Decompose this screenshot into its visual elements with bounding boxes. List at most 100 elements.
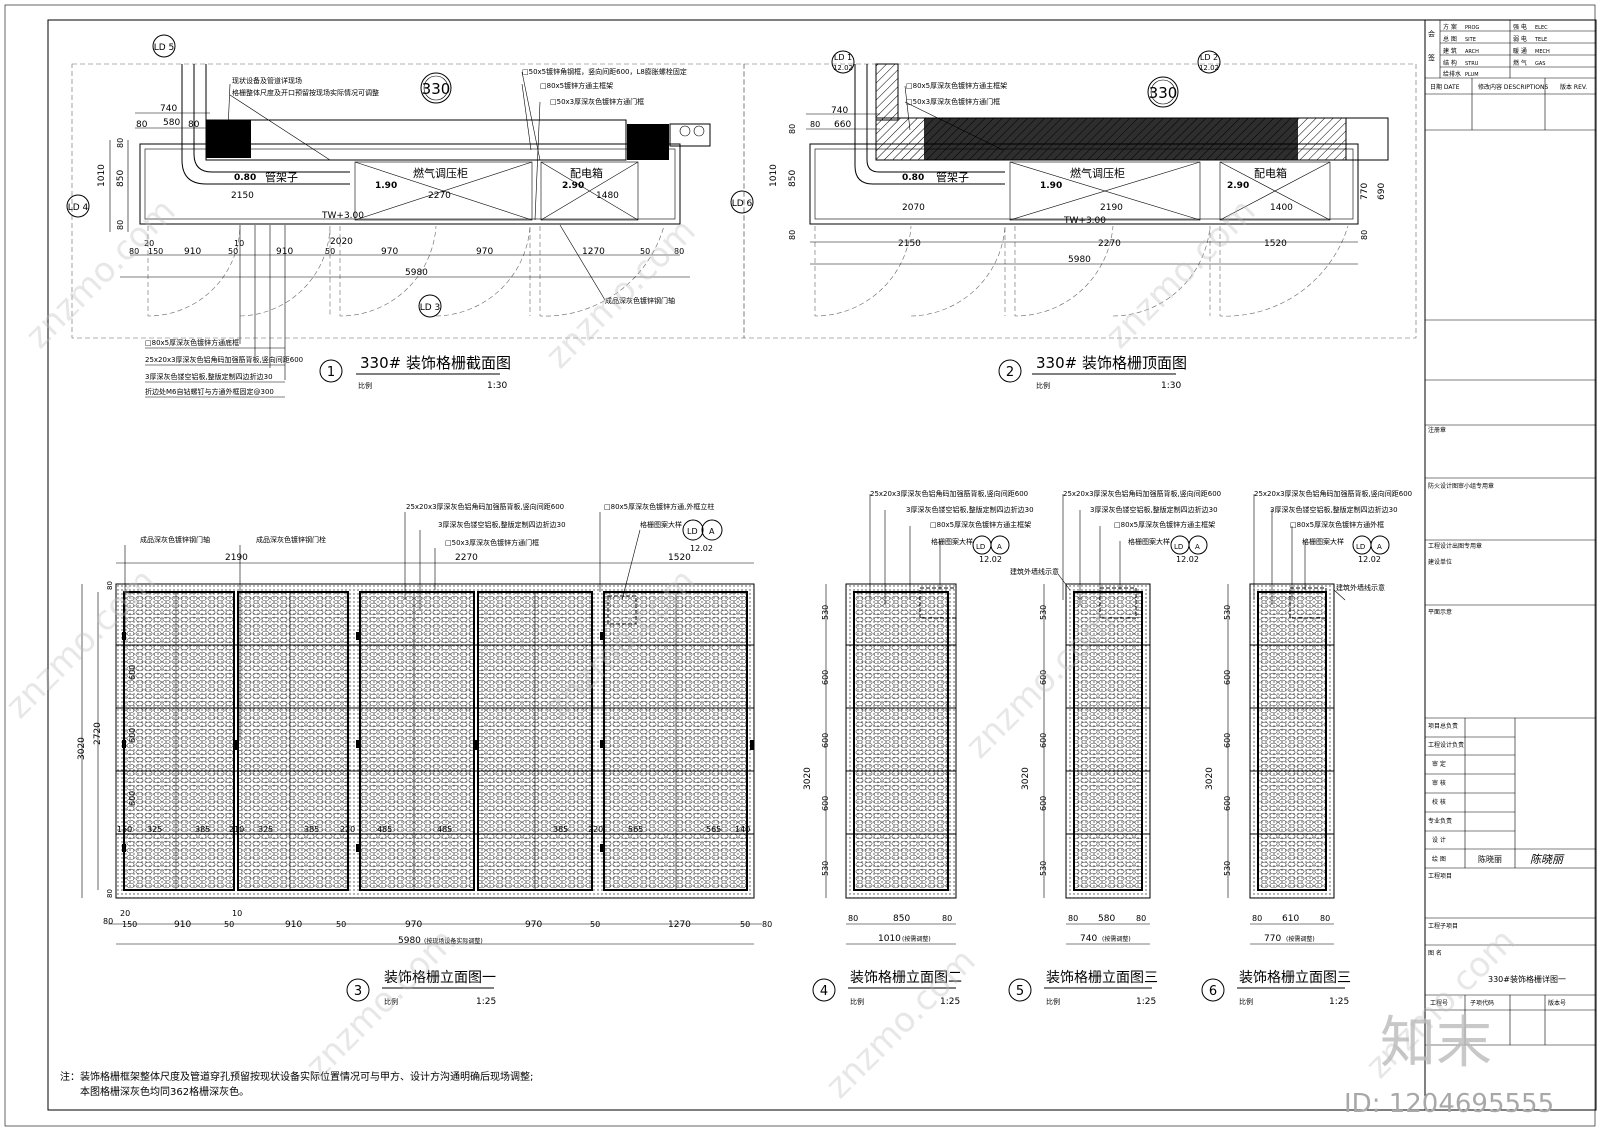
svg-text:25x20x3厚深灰色铝角码加强筋背板,竖向间距600: 25x20x3厚深灰色铝角码加强筋背板,竖向间距600 bbox=[406, 502, 564, 511]
view-title-3: 3 装饰格栅立面图一 比例 1:25 bbox=[346, 970, 496, 1007]
svg-text:总 图: 总 图 bbox=[1443, 35, 1457, 43]
svg-text:80: 80 bbox=[1068, 914, 1078, 923]
svg-text:385: 385 bbox=[195, 825, 210, 834]
svg-text:80: 80 bbox=[942, 914, 952, 923]
svg-text:12.02: 12.02 bbox=[979, 555, 1002, 564]
svg-text:工程号: 工程号 bbox=[1430, 999, 1448, 1007]
svg-text:80: 80 bbox=[1360, 230, 1369, 240]
svg-text:80: 80 bbox=[848, 914, 858, 923]
svg-text:3020: 3020 bbox=[1021, 767, 1031, 790]
svg-text:SITE: SITE bbox=[1465, 37, 1476, 43]
svg-text:970: 970 bbox=[405, 920, 422, 930]
svg-text:600: 600 bbox=[1223, 733, 1232, 748]
svg-text:格栅图案大样: 格栅图案大样 bbox=[1128, 537, 1170, 546]
svg-text:LD: LD bbox=[1356, 543, 1365, 551]
svg-text:znzmo.com: znzmo.com bbox=[538, 211, 703, 376]
svg-text:80: 80 bbox=[788, 124, 797, 134]
svg-text:3厚深灰色镂空铝板,整版定制四边折边30: 3厚深灰色镂空铝板,整版定制四边折边30 bbox=[906, 505, 1034, 514]
svg-text:220: 220 bbox=[340, 825, 355, 834]
svg-text:1:30: 1:30 bbox=[1161, 381, 1181, 391]
plan1-callout-2: 格栅整体尺度及开口预留按现场实际情况可调整 bbox=[232, 88, 379, 97]
svg-text:565: 565 bbox=[628, 825, 643, 834]
svg-text:330# 装饰格栅截面图: 330# 装饰格栅截面图 bbox=[360, 354, 511, 372]
svg-text:80: 80 bbox=[106, 581, 114, 590]
svg-text:比例: 比例 bbox=[1239, 997, 1253, 1006]
sheet-outer-border bbox=[4, 4, 1596, 1127]
svg-text:比例: 比例 bbox=[384, 997, 398, 1006]
svg-text:2020: 2020 bbox=[330, 237, 353, 247]
svg-text:LD 6: LD 6 bbox=[732, 199, 753, 209]
plan2-boundary bbox=[743, 63, 1417, 339]
svg-text:成品深灰色镀锌钢门栓: 成品深灰色镀锌钢门栓 bbox=[256, 535, 326, 544]
elev6-panel bbox=[1257, 591, 1327, 891]
svg-text:比例: 比例 bbox=[358, 381, 372, 390]
svg-text:80: 80 bbox=[674, 247, 684, 256]
svg-text:燃气调压柜: 燃气调压柜 bbox=[1070, 166, 1125, 180]
svg-text:2150: 2150 bbox=[898, 239, 921, 249]
svg-text:LD 3: LD 3 bbox=[420, 303, 441, 313]
svg-text:600: 600 bbox=[128, 665, 137, 680]
svg-text:6: 6 bbox=[1209, 984, 1217, 999]
svg-text:50: 50 bbox=[325, 247, 335, 256]
svg-text:日期 DATE: 日期 DATE bbox=[1430, 83, 1460, 91]
svg-text:1270: 1270 bbox=[582, 247, 605, 257]
svg-text:3厚深灰色镂空铝板,整版定制四边折边30: 3厚深灰色镂空铝板,整版定制四边折边30 bbox=[1270, 505, 1398, 514]
elev5-panel bbox=[1073, 591, 1143, 891]
plan1-label-gas: 燃气调压柜 bbox=[413, 166, 468, 180]
svg-text:12.02: 12.02 bbox=[690, 544, 713, 553]
svg-text:建筑外墙线示意: 建筑外墙线示意 bbox=[1010, 567, 1059, 576]
svg-text:330: 330 bbox=[1149, 84, 1178, 102]
svg-text:格栅图案大样: 格栅图案大样 bbox=[931, 537, 973, 546]
svg-text:80: 80 bbox=[1136, 914, 1146, 923]
svg-text:2190: 2190 bbox=[1100, 203, 1123, 213]
svg-text:610: 610 bbox=[1282, 914, 1299, 924]
svg-text:1520: 1520 bbox=[668, 553, 691, 563]
svg-text:385: 385 bbox=[553, 825, 568, 834]
svg-text:1270: 1270 bbox=[668, 920, 691, 930]
svg-text:80: 80 bbox=[188, 120, 200, 130]
svg-text:LD: LD bbox=[1174, 543, 1183, 551]
svg-text:5: 5 bbox=[1016, 984, 1024, 999]
elev4-panel bbox=[853, 591, 949, 891]
svg-text:建 筑: 建 筑 bbox=[1443, 47, 1457, 55]
elev3-panel-3 bbox=[359, 591, 475, 891]
svg-text:LD 5: LD 5 bbox=[154, 43, 175, 53]
svg-text:□80x5厚深灰色镀锌方通主框架: □80x5厚深灰色镀锌方通主框架 bbox=[930, 520, 1031, 529]
svg-text:1:30: 1:30 bbox=[487, 381, 507, 391]
svg-text:设 计: 设 计 bbox=[1432, 836, 1446, 844]
svg-text:80: 80 bbox=[1320, 914, 1330, 923]
svg-text:80: 80 bbox=[106, 889, 114, 898]
svg-text:绘 图: 绘 图 bbox=[1432, 855, 1446, 863]
svg-text:格栅图案大样: 格栅图案大样 bbox=[1302, 537, 1344, 546]
svg-text:会: 会 bbox=[1428, 29, 1435, 38]
svg-text:0.80: 0.80 bbox=[902, 173, 924, 183]
plan1-label-pipe-rack: 管架子 bbox=[265, 170, 298, 184]
svg-text:580: 580 bbox=[163, 118, 180, 128]
svg-text:530: 530 bbox=[821, 861, 830, 876]
elevation-3: 2190 2270 1520 3020 2720 600 600 600 80 … bbox=[77, 502, 772, 946]
svg-text:600: 600 bbox=[128, 791, 137, 806]
svg-text:580: 580 bbox=[1098, 914, 1115, 924]
plan2-door-swings bbox=[814, 225, 1349, 317]
plan1-black-right bbox=[627, 124, 669, 160]
svg-text:弱 电: 弱 电 bbox=[1513, 35, 1527, 43]
svg-text:740: 740 bbox=[831, 106, 848, 116]
svg-text:50: 50 bbox=[640, 247, 650, 256]
svg-text:2150: 2150 bbox=[231, 191, 254, 201]
svg-text:TW+3.00: TW+3.00 bbox=[1063, 216, 1106, 226]
svg-text:□80x5厚深灰色镀锌方通主框架: □80x5厚深灰色镀锌方通主框架 bbox=[1114, 520, 1215, 529]
svg-text:2: 2 bbox=[1006, 365, 1014, 380]
svg-text:565: 565 bbox=[706, 825, 721, 834]
svg-text:ELEC: ELEC bbox=[1535, 25, 1548, 31]
svg-text:970: 970 bbox=[381, 247, 398, 257]
elevation-4: 530 600 600 600 530 3020 80 850 80 1010 … bbox=[803, 489, 1034, 945]
plan1-total: 5980 bbox=[405, 268, 428, 278]
svg-text:平面示意: 平面示意 bbox=[1428, 608, 1452, 616]
svg-text:工程设计负责: 工程设计负责 bbox=[1428, 741, 1464, 749]
svg-text:子项代码: 子项代码 bbox=[1470, 999, 1494, 1007]
svg-text:910: 910 bbox=[174, 920, 191, 930]
svg-text:600: 600 bbox=[821, 733, 830, 748]
svg-text:防火设计图审小组专用章: 防火设计图审小组专用章 bbox=[1428, 482, 1494, 490]
plan1-callout-9: 折边处M6自钻螺钉与方通外框固定@300 bbox=[145, 387, 274, 396]
